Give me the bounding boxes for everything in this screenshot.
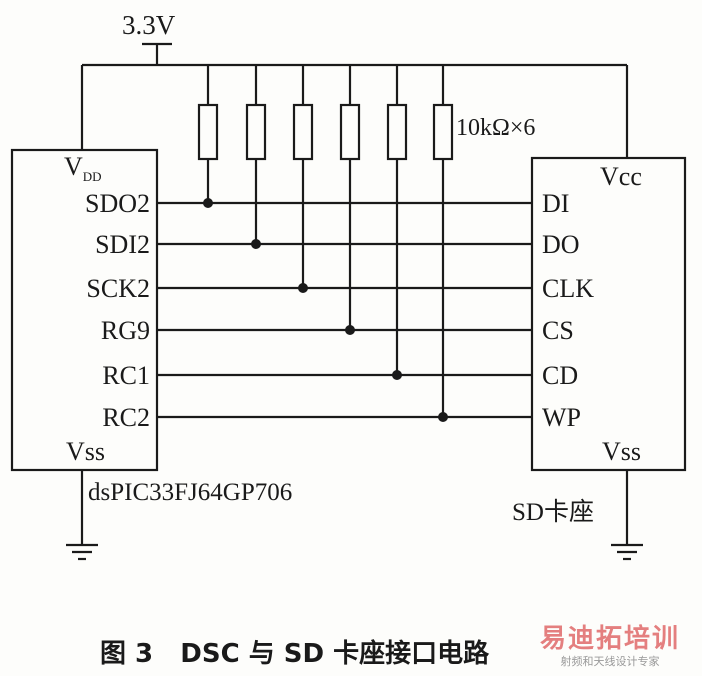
mcu-pin-rc1: RC1	[102, 361, 150, 390]
resistor-6	[432, 65, 454, 422]
mcu-part-label: dsPIC33FJ64GP706	[88, 479, 292, 506]
mcu-pin-sck2: SCK2	[86, 274, 150, 303]
sd-pin-cd: CD	[542, 361, 578, 390]
sd-ground-icon	[611, 470, 643, 561]
sd-vss-label: Vss	[602, 437, 641, 466]
resistor-5	[386, 65, 408, 380]
mcu-pin-sdi2: SDI2	[95, 230, 150, 259]
mcu-chip: VDD SDO2 SDI2 SCK2 RG9 RC1 RC2 Vss	[10, 148, 159, 472]
resistor-4	[339, 65, 361, 335]
signal-lines	[157, 201, 532, 419]
watermark-main: 易迪拓培训	[539, 624, 680, 654]
sd-pin-clk: CLK	[542, 274, 594, 303]
sd-part-label: SD卡座	[512, 498, 594, 526]
watermark-logo: 易迪拓培训 射频和天线设计专家	[520, 618, 700, 669]
sd-socket: Vcc DI DO CLK CS CD WP Vss	[530, 156, 687, 472]
sd-pin-wp: WP	[542, 403, 581, 432]
supply-label: 3.3V	[122, 10, 176, 40]
mcu-body	[10, 148, 159, 472]
watermark-sub: 射频和天线设计专家	[560, 655, 660, 668]
resistor-label: 10kΩ×6	[456, 115, 535, 141]
figure-caption: 图 3 DSC 与 SD 卡座接口电路	[100, 638, 490, 669]
mcu-pin-rg9: RG9	[101, 316, 150, 345]
sd-pin-cs: CS	[542, 316, 574, 345]
pullup-resistors	[197, 65, 454, 422]
mcu-pin-rc2: RC2	[102, 403, 150, 432]
resistor-3	[292, 65, 314, 293]
mcu-vdd-label: VDD	[64, 152, 102, 184]
resistor-1	[197, 65, 219, 208]
mcu-pin-sdo2: SDO2	[85, 189, 150, 218]
sd-pin-di: DI	[542, 189, 569, 218]
mcu-ground-icon	[66, 470, 98, 561]
mcu-vss-label: Vss	[66, 437, 105, 466]
sd-pin-do: DO	[542, 230, 580, 259]
sd-vcc-label: Vcc	[600, 162, 642, 191]
resistor-2	[245, 65, 267, 249]
sd-body	[530, 156, 687, 472]
